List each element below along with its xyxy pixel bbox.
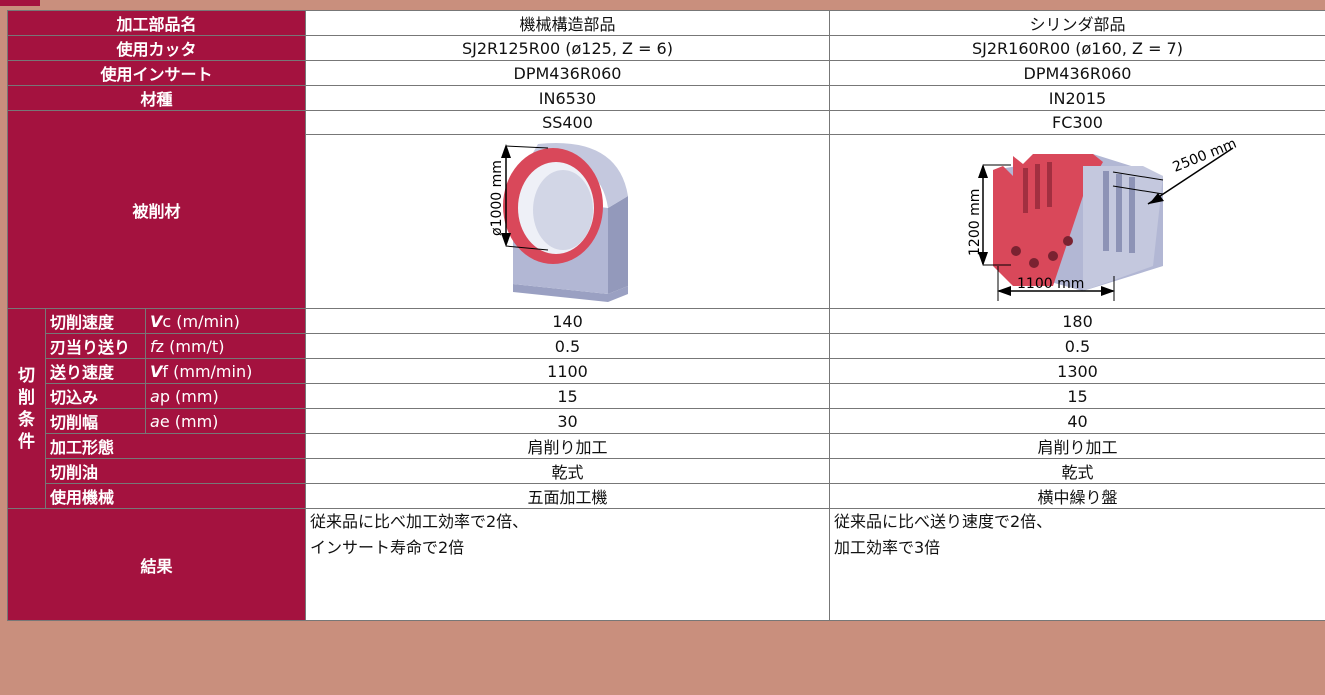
row-coolant: 切削油 乾式 乾式 [8, 458, 1325, 484]
bracket-part-illustration: ø1000 mm [489, 142, 628, 302]
value-cutter-a: SJ2R125R00 (ø125, Z = 6) [305, 35, 830, 61]
label-cutting-conditions: 切 削 条 件 [7, 308, 46, 509]
value-coolant-b: 乾式 [829, 458, 1325, 484]
symbol-fz: fz (mm/t) [145, 333, 306, 359]
value-machine-a: 五面加工機 [305, 483, 830, 509]
label-ae: 切削幅 [45, 408, 146, 434]
row-part-name: 加工部品名 機械構造部品 シリンダ部品 [7, 10, 1325, 36]
label-result: 結果 [7, 508, 306, 621]
row-cutter: 使用カッタ SJ2R125R00 (ø125, Z = 6) SJ2R160R0… [7, 35, 1325, 61]
value-vf-a: 1100 [305, 358, 830, 384]
value-insert-a: DPM436R060 [305, 60, 830, 86]
row-vf: 送り速度 Vf (mm/min) 1100 1300 [8, 358, 1325, 384]
value-part-b: シリンダ部品 [829, 10, 1325, 36]
row-form: 加工形態 肩削り加工 肩削り加工 [8, 433, 1325, 459]
label-vc: 切削速度 [45, 308, 146, 334]
row-machine: 使用機械 五面加工機 横中繰り盤 [8, 483, 1325, 509]
value-ae-b: 40 [829, 408, 1325, 434]
row-ap: 切込み ap (mm) 15 15 [8, 383, 1325, 409]
label-insert: 使用インサート [7, 60, 306, 86]
cylinder-part-illustration: 1200 mm 1100 mm 2500 mm [967, 136, 1238, 301]
row-insert: 使用インサート DPM436R060 DPM436R060 [7, 60, 1325, 86]
label-coolant: 切削油 [45, 458, 306, 484]
value-grade-a: IN6530 [305, 85, 830, 111]
row-grade: 材種 IN6530 IN2015 [7, 85, 1325, 111]
value-ap-b: 15 [829, 383, 1325, 409]
value-vf-b: 1300 [829, 358, 1325, 384]
row-ae: 切削幅 ae (mm) 30 40 [8, 408, 1325, 434]
row-workpiece-image: ø1000 mm [8, 134, 1325, 309]
value-cutter-b: SJ2R160R00 (ø160, Z = 7) [829, 35, 1325, 61]
label-machine: 使用機械 [45, 483, 306, 509]
label-grade: 材種 [7, 85, 306, 111]
value-vc-a: 140 [305, 308, 830, 334]
dim-diameter-label: ø1000 mm [489, 160, 505, 236]
value-form-b: 肩削り加工 [829, 433, 1325, 459]
value-fz-a: 0.5 [305, 333, 830, 359]
top-strip [0, 0, 1325, 10]
label-part-name: 加工部品名 [7, 10, 306, 36]
label-workpiece: 被削材 [7, 110, 306, 309]
dim-width-label: 1100 mm [1017, 276, 1084, 292]
value-vc-b: 180 [829, 308, 1325, 334]
section-tag [0, 0, 40, 6]
row-workpiece-material: 被削材 SS400 FC300 [7, 110, 1325, 309]
symbol-ae: ae (mm) [145, 408, 306, 434]
value-result-b: 従来品に比べ送り速度で2倍、 加工効率で3倍 [829, 508, 1325, 621]
image-cell-b: 1200 mm 1100 mm 2500 mm [829, 134, 1325, 309]
value-insert-b: DPM436R060 [829, 60, 1325, 86]
value-part-a: 機械構造部品 [305, 10, 830, 36]
machining-example-table: 加工部品名 機械構造部品 シリンダ部品 使用カッタ SJ2R125R00 (ø1… [7, 10, 1325, 621]
symbol-vf: Vf (mm/min) [145, 358, 306, 384]
value-ae-a: 30 [305, 408, 830, 434]
image-cell-a: ø1000 mm [305, 134, 830, 309]
value-ap-a: 15 [305, 383, 830, 409]
label-form: 加工形態 [45, 433, 306, 459]
label-vf: 送り速度 [45, 358, 146, 384]
row-fz: 刃当り送り fz (mm/t) 0.5 0.5 [8, 333, 1325, 359]
value-result-a: 従来品に比べ加工効率で2倍、 インサート寿命で2倍 [305, 508, 830, 621]
dim-height-label: 1200 mm [967, 188, 983, 255]
symbol-vc: Vc (m/min) [145, 308, 306, 334]
label-ap: 切込み [45, 383, 146, 409]
value-fz-b: 0.5 [829, 333, 1325, 359]
dim-length-label: 2500 mm [1170, 136, 1238, 176]
label-cutter: 使用カッタ [7, 35, 306, 61]
value-grade-b: IN2015 [829, 85, 1325, 111]
value-form-a: 肩削り加工 [305, 433, 830, 459]
row-result: 結果 従来品に比べ加工効率で2倍、 インサート寿命で2倍 従来品に比べ送り速度で… [7, 508, 1325, 621]
value-workpiece-a: SS400 [305, 110, 830, 135]
symbol-ap: ap (mm) [145, 383, 306, 409]
row-vc: 切 削 条 件 切削速度 Vc (m/min) 140 180 [7, 308, 1325, 509]
value-machine-b: 横中繰り盤 [829, 483, 1325, 509]
value-coolant-a: 乾式 [305, 458, 830, 484]
label-fz: 刃当り送り [45, 333, 146, 359]
value-workpiece-b: FC300 [829, 110, 1325, 135]
